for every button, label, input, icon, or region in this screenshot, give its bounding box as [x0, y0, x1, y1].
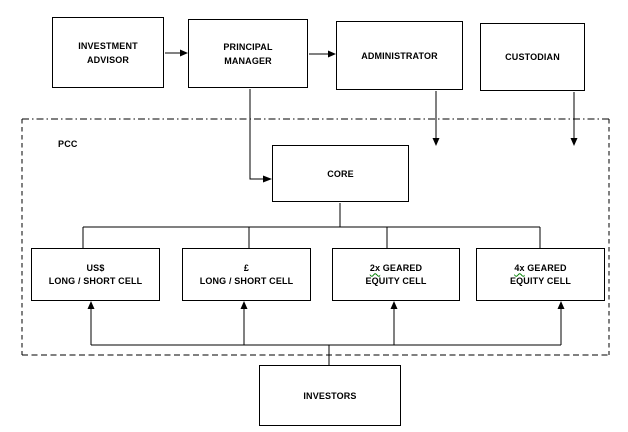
cell-4x-label-line1: 4x GEARED [514, 262, 566, 275]
cell-usd-label-line1: US$ [86, 262, 105, 273]
connector-administrator-down [432, 91, 440, 146]
custodian-label: CUSTODIAN [505, 52, 560, 62]
investors-box: INVESTORS [259, 365, 401, 426]
cell-4x-label-line2: EQUITY CELL [510, 275, 571, 286]
connector-manager-to-core [249, 89, 272, 183]
connector-core-to-cells-bus [82, 203, 541, 248]
cell-4x-prefix: 4x [514, 262, 525, 273]
investment-advisor-box: INVESTMENT ADVISOR [52, 17, 164, 88]
cell-2x-rest: GEARED [382, 262, 423, 273]
investors-label: INVESTORS [303, 390, 357, 401]
connector-advisor-to-manager [165, 49, 188, 57]
cell-2x-label-line1: 2x GEARED [370, 262, 422, 275]
principal-manager-box: PRINCIPAL MANAGER [188, 19, 308, 88]
custodian-box: CUSTODIAN [480, 23, 585, 91]
cell-2x-prefix: 2x [369, 262, 381, 273]
cell-usd-label-line2: LONG / SHORT CELL [48, 275, 143, 286]
connector-investors-to-cells-bus [87, 301, 565, 365]
investment-advisor-label-line2: ADVISOR [86, 54, 130, 65]
principal-manager-label-line2: MANAGER [224, 55, 272, 66]
cell-2x-label-line2: EQUITY CELL [365, 275, 427, 286]
administrator-box: ADMINISTRATOR [336, 21, 463, 90]
cell-gbp-label-line2: LONG / SHORT CELL [199, 275, 294, 286]
cell-gbp-long-short: £ LONG / SHORT CELL [182, 248, 311, 301]
core-label: CORE [327, 168, 354, 179]
pcc-boundary [21, 118, 610, 356]
principal-manager-label-line1: PRINCIPAL [223, 41, 273, 52]
cell-usd-long-short: US$ LONG / SHORT CELL [31, 248, 160, 301]
cell-gbp-label-line1: £ [243, 262, 250, 273]
pcc-boundary-label: PCC [58, 139, 78, 149]
administrator-label: ADMINISTRATOR [361, 50, 438, 61]
investment-advisor-label-line1: INVESTMENT [78, 40, 138, 51]
cell-2x-geared-equity: 2x GEARED EQUITY CELL [332, 248, 460, 301]
core-box: CORE [272, 145, 409, 202]
cell-4x-rest: GEARED [527, 262, 567, 273]
cell-4x-geared-equity: 4x GEARED EQUITY CELL [476, 248, 605, 301]
connector-manager-to-administrator [309, 50, 336, 58]
connector-custodian-down [570, 92, 578, 146]
